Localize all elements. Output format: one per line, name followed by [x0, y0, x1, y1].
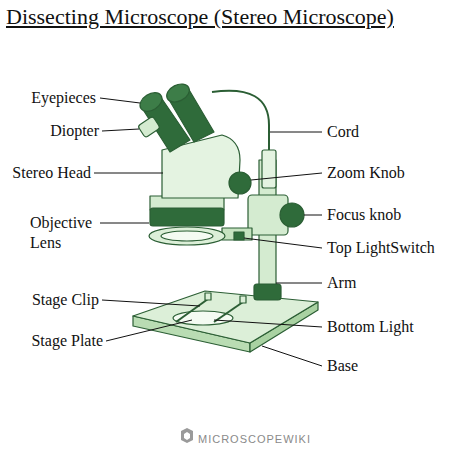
part-label: Stereo Head: [12, 163, 91, 183]
part-label: Arm: [327, 273, 356, 293]
stage-clip: [214, 302, 243, 322]
watermark: MICROSCOPEWIKI: [198, 429, 311, 449]
leader-line: [102, 300, 200, 306]
part-label: Top LightSwitch: [327, 238, 435, 258]
objective-lens: [161, 231, 213, 241]
objective-lens: [149, 227, 225, 245]
objective-ring: [150, 208, 224, 226]
part-label: Objective Lens: [30, 213, 96, 253]
diopter-ring: [138, 116, 161, 138]
focus-knob: [280, 203, 304, 227]
leader-line: [214, 320, 322, 327]
eyepiece-top: [164, 80, 193, 105]
zoom-knob: [229, 172, 251, 194]
part-label: Focus knob: [327, 205, 401, 225]
leader-line: [102, 129, 139, 131]
leader-line: [94, 173, 163, 174]
logo-icon: [181, 428, 193, 443]
stage-clip: [176, 299, 208, 322]
part-label: Stage Clip: [32, 290, 99, 310]
part-label: Cord: [327, 122, 359, 142]
part-label: Zoom Knob: [327, 163, 405, 183]
clip-post: [205, 293, 211, 300]
leader-line: [276, 283, 322, 284]
leader-line: [251, 173, 322, 180]
part-label: Diopter: [50, 121, 99, 141]
top-light: [262, 150, 276, 188]
leader-line: [100, 223, 149, 224]
base-top: [133, 291, 318, 343]
leader-line: [270, 132, 322, 133]
eyepiece-top: [137, 89, 166, 115]
diagram-title: Dissecting Microscope (Stereo Microscope…: [6, 4, 394, 30]
logo-icon: [184, 432, 190, 440]
leader-line: [304, 215, 322, 216]
clip-post: [240, 296, 246, 303]
leader-line: [106, 320, 192, 341]
part-label: Bottom Light: [327, 317, 414, 337]
part-label: Stage Plate: [31, 331, 103, 351]
leader-line: [100, 98, 140, 103]
part-label: Eyepieces: [31, 88, 96, 108]
light-switch: [234, 232, 244, 240]
pillar-collar: [254, 284, 281, 300]
part-label: Base: [327, 356, 358, 376]
leader-line: [262, 346, 322, 366]
leader-line: [244, 238, 322, 248]
